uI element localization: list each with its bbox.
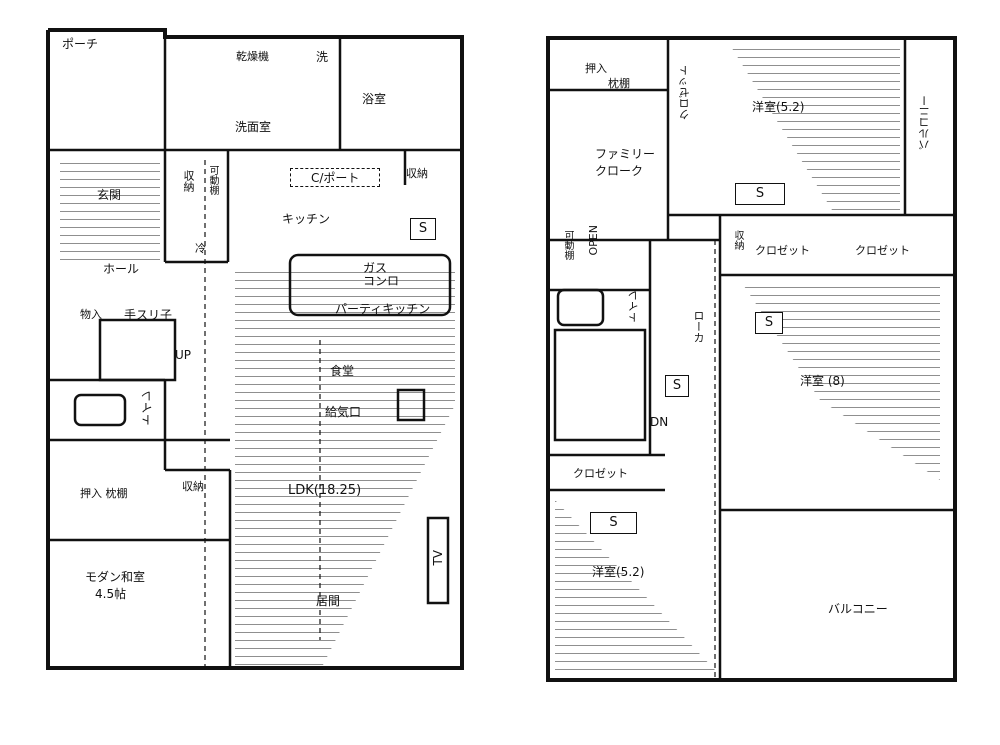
- room-label-toilet: トイレ: [140, 390, 154, 426]
- storage-s-mark: S: [590, 512, 637, 534]
- room-label-dining: 食堂: [330, 364, 355, 378]
- open-label: OPEN: [587, 225, 600, 256]
- room-label-western-room-3: 洋室(5.2): [592, 565, 645, 579]
- movable-shelf-label: 可動棚: [562, 230, 573, 260]
- c-port-label: C/ポート: [290, 168, 381, 187]
- storage-label: 収納: [182, 480, 204, 493]
- room-label-bath: 浴室: [362, 92, 387, 106]
- movable-shelf-label: 可動棚: [207, 165, 218, 195]
- room-label-ldk: LDK(18.25): [288, 483, 362, 498]
- party-kitchen-label: パーティキッチン: [335, 302, 431, 316]
- handrail-label: 手スリ子: [124, 308, 173, 322]
- washer-label: 洗: [316, 50, 329, 64]
- room-label-japanese-room: モダン和室: [85, 570, 146, 584]
- gas-stove-label: ガス コンロ: [363, 261, 400, 288]
- closet-label: クロゼット: [573, 467, 628, 480]
- corridor-label: ローカ: [692, 310, 705, 343]
- oshiire-label: 押入 枕棚: [80, 487, 128, 500]
- storage-s-mark: S: [410, 218, 436, 240]
- room-label-western-room-1: 洋室(5.2): [752, 100, 805, 114]
- room-label-living: 居間: [316, 594, 341, 608]
- fridge-label: 冷: [195, 242, 206, 255]
- oshiire-label: 押入: [585, 62, 607, 75]
- room-label-toilet: トイレ: [627, 290, 640, 323]
- storage-label: 収納: [182, 170, 195, 192]
- storage-s-mark: S: [755, 312, 783, 334]
- air-vent-label: 給気口: [325, 405, 362, 419]
- room-label-entrance: 玄関: [97, 188, 122, 202]
- room-label-washroom: 洗面室: [235, 120, 272, 134]
- tv-label: TV: [431, 550, 445, 566]
- storage-label: 収納: [406, 167, 428, 180]
- closet-label: クロゼット: [755, 244, 810, 257]
- balcony-label: バルコニー: [828, 602, 888, 616]
- closet-label: クロゼット: [855, 244, 910, 257]
- japanese-room-size: 4.5帖: [95, 587, 127, 601]
- family-cloak-label: ファミリー: [595, 147, 656, 161]
- storage-label: 収納: [732, 230, 743, 250]
- room-label-western-room-2: 洋室 (8): [800, 374, 845, 388]
- closet-label: 物入: [80, 308, 102, 321]
- makuradana-label: 枕棚: [608, 77, 630, 90]
- balcony-label: バルコニー: [918, 95, 931, 150]
- storage-s-mark: S: [665, 375, 689, 397]
- stairs-down-label: DN: [650, 415, 669, 429]
- room-label-kitchen: キッチン: [282, 212, 331, 226]
- dryer-label: 乾燥機: [236, 50, 269, 63]
- family-cloak-label: クローク: [595, 164, 644, 178]
- room-label-porch: ポーチ: [62, 37, 99, 51]
- room-label-hall: ホール: [103, 262, 140, 276]
- closet-label: クロゼット: [678, 65, 691, 120]
- storage-s-mark: S: [735, 183, 785, 205]
- stairs-up-label: UP: [175, 348, 192, 362]
- floor-hatching: [60, 160, 160, 260]
